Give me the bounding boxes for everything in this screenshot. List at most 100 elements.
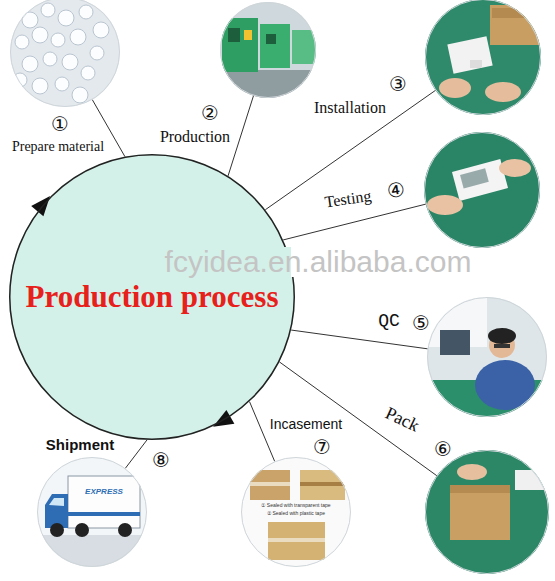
step-label: Installation — [314, 99, 386, 117]
node-outline — [424, 132, 540, 248]
carton — [490, 5, 540, 45]
carton — [268, 522, 325, 560]
step-number: ⑤ — [412, 312, 430, 334]
node-border — [10, 155, 295, 440]
photo-ground — [425, 295, 549, 419]
road — [35, 535, 149, 569]
node-outline — [425, 450, 549, 574]
cycle-arrowhead — [31, 196, 50, 216]
truck-wheel — [50, 523, 64, 537]
cycle-title: Production process — [26, 280, 279, 314]
truck-stripe — [68, 512, 140, 516]
testing-photo — [422, 130, 542, 250]
device-screen — [460, 168, 489, 188]
leader-line — [283, 204, 426, 240]
truck-box — [68, 476, 140, 528]
step-number: ① — [51, 113, 69, 135]
monitor — [440, 330, 470, 355]
step-number: ④ — [386, 178, 407, 202]
box-caption: ① Sealed with transparent tape — [260, 503, 331, 509]
granule — [15, 35, 29, 49]
granule — [43, 52, 57, 66]
step-label: Shipment — [46, 437, 114, 454]
machine — [292, 30, 316, 64]
granule — [70, 29, 86, 45]
granule — [58, 10, 74, 26]
node-border — [425, 133, 540, 248]
worker-hair — [488, 328, 516, 344]
step-label: QC — [378, 312, 400, 332]
watermark: fcyidea.en.alibaba.com — [164, 247, 473, 277]
carton-flap — [450, 485, 510, 493]
granule — [62, 54, 78, 70]
tape — [300, 482, 345, 486]
photo-ground — [35, 455, 149, 569]
node-border — [426, 0, 541, 115]
step-number: ⑧ — [152, 449, 170, 471]
step-photo-circle: ③Installation — [425, 0, 541, 115]
step-label: Incasement — [270, 417, 342, 432]
step-label: Pack — [382, 404, 422, 437]
workbench — [423, 0, 543, 117]
step-photo-circle: ①Prepare material — [10, 0, 120, 107]
qc-photo — [425, 295, 549, 420]
step-number: ② — [201, 102, 219, 124]
node-outline — [10, 0, 120, 107]
granule — [55, 77, 69, 91]
step-number: ⑦ — [313, 436, 331, 458]
step-photo-circle: Testing④ — [424, 132, 540, 248]
step-label: Testing — [324, 187, 373, 211]
installation-photo — [423, 0, 543, 117]
truck-cab — [45, 494, 68, 528]
workbench — [422, 130, 542, 250]
step-label: Production — [160, 128, 230, 146]
granule — [81, 66, 95, 80]
machine-light — [244, 30, 252, 40]
truck-lettering: EXPRESS — [84, 488, 124, 497]
glasses — [494, 344, 510, 348]
material-photo — [8, 0, 123, 110]
granule — [90, 46, 104, 60]
node-border — [428, 298, 547, 417]
step-photo-circle: Pack⑥ — [425, 450, 549, 574]
shipment-photo — [35, 455, 149, 569]
truck-wheel — [118, 523, 132, 537]
granule — [22, 56, 38, 72]
node-outline — [425, 0, 541, 115]
leader-line — [125, 440, 147, 468]
step-photo-circle: Shipment⑧ — [37, 457, 147, 567]
node-border — [426, 451, 549, 574]
cycle-fill — [9, 154, 295, 440]
truck-wheel — [75, 523, 89, 537]
carton — [450, 490, 510, 540]
device — [452, 159, 508, 201]
hand — [499, 159, 531, 177]
granule — [79, 5, 93, 19]
hand — [427, 195, 463, 215]
machine-panel — [228, 28, 240, 42]
hand — [485, 82, 521, 102]
granule — [32, 78, 48, 94]
production-photo — [218, 0, 318, 102]
granule — [32, 27, 48, 43]
pack-photo — [423, 448, 551, 576]
machine — [260, 24, 290, 68]
granule — [22, 12, 38, 28]
workbench — [423, 448, 551, 576]
granule — [93, 22, 109, 38]
granule — [41, 3, 55, 17]
photo-ground — [8, 0, 123, 110]
step-number: ⑥ — [434, 438, 452, 460]
hand — [439, 78, 471, 98]
step-number: ③ — [389, 73, 407, 95]
leader-line — [228, 96, 253, 176]
carton — [300, 470, 345, 500]
node-outline — [427, 297, 547, 417]
node-outline — [220, 2, 316, 98]
granule — [72, 87, 88, 103]
step-photo-circle: QC⑤ — [427, 297, 547, 417]
tape — [250, 482, 290, 486]
tape — [268, 538, 325, 542]
